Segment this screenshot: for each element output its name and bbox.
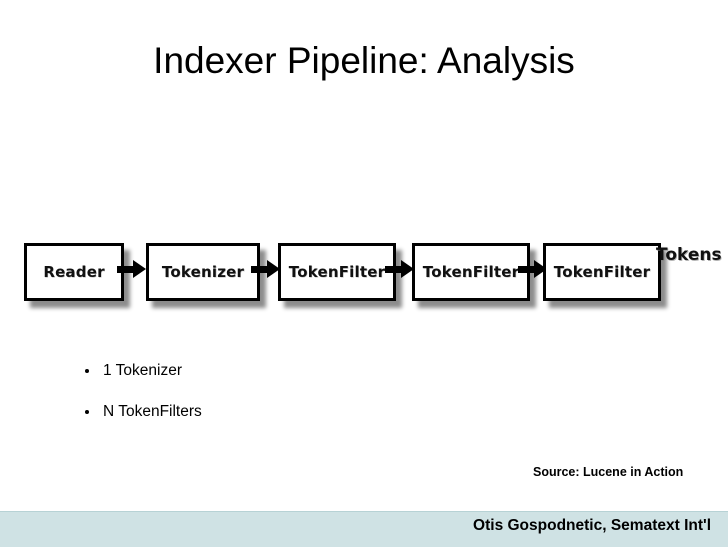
pipeline-node-label: TokenFilter — [288, 263, 386, 281]
pipeline-diagram: Reader Tokenizer TokenFilter TokenFilter… — [22, 243, 722, 323]
footer-bar — [0, 511, 728, 547]
pipeline-node-label: TokenFilter — [553, 263, 651, 281]
flow-arrow-icon — [385, 260, 415, 278]
pipeline-node-tokenizer: Tokenizer — [146, 243, 260, 301]
footer-text: Otis Gospodnetic, Sematext Int'l — [473, 517, 711, 534]
pipeline-node-label: TokenFilter — [422, 263, 520, 281]
pipeline-node-label: Tokenizer — [161, 263, 245, 281]
pipeline-node-tokenfilter-2: TokenFilter — [412, 243, 530, 301]
pipeline-node-tokenfilter-3: TokenFilter — [543, 243, 661, 301]
page-title: Indexer Pipeline: Analysis — [153, 40, 575, 81]
pipeline-output-label: Tokens — [656, 245, 722, 265]
list-item: N TokenFilters — [84, 403, 604, 421]
list-item: 1 Tokenizer — [84, 362, 604, 380]
bullet-dot-icon — [85, 410, 89, 414]
list-item-label: N TokenFilters — [103, 403, 202, 420]
source-credit: Source: Lucene in Action — [533, 465, 684, 479]
bullet-list: 1 Tokenizer N TokenFilters — [84, 362, 604, 444]
pipeline-node-reader: Reader — [24, 243, 124, 301]
pipeline-node-label: Reader — [43, 263, 105, 281]
list-item-label: 1 Tokenizer — [103, 362, 182, 379]
flow-arrow-icon — [117, 260, 147, 278]
flow-arrow-icon — [251, 260, 281, 278]
pipeline-node-tokenfilter-1: TokenFilter — [278, 243, 396, 301]
bullet-dot-icon — [85, 369, 89, 373]
